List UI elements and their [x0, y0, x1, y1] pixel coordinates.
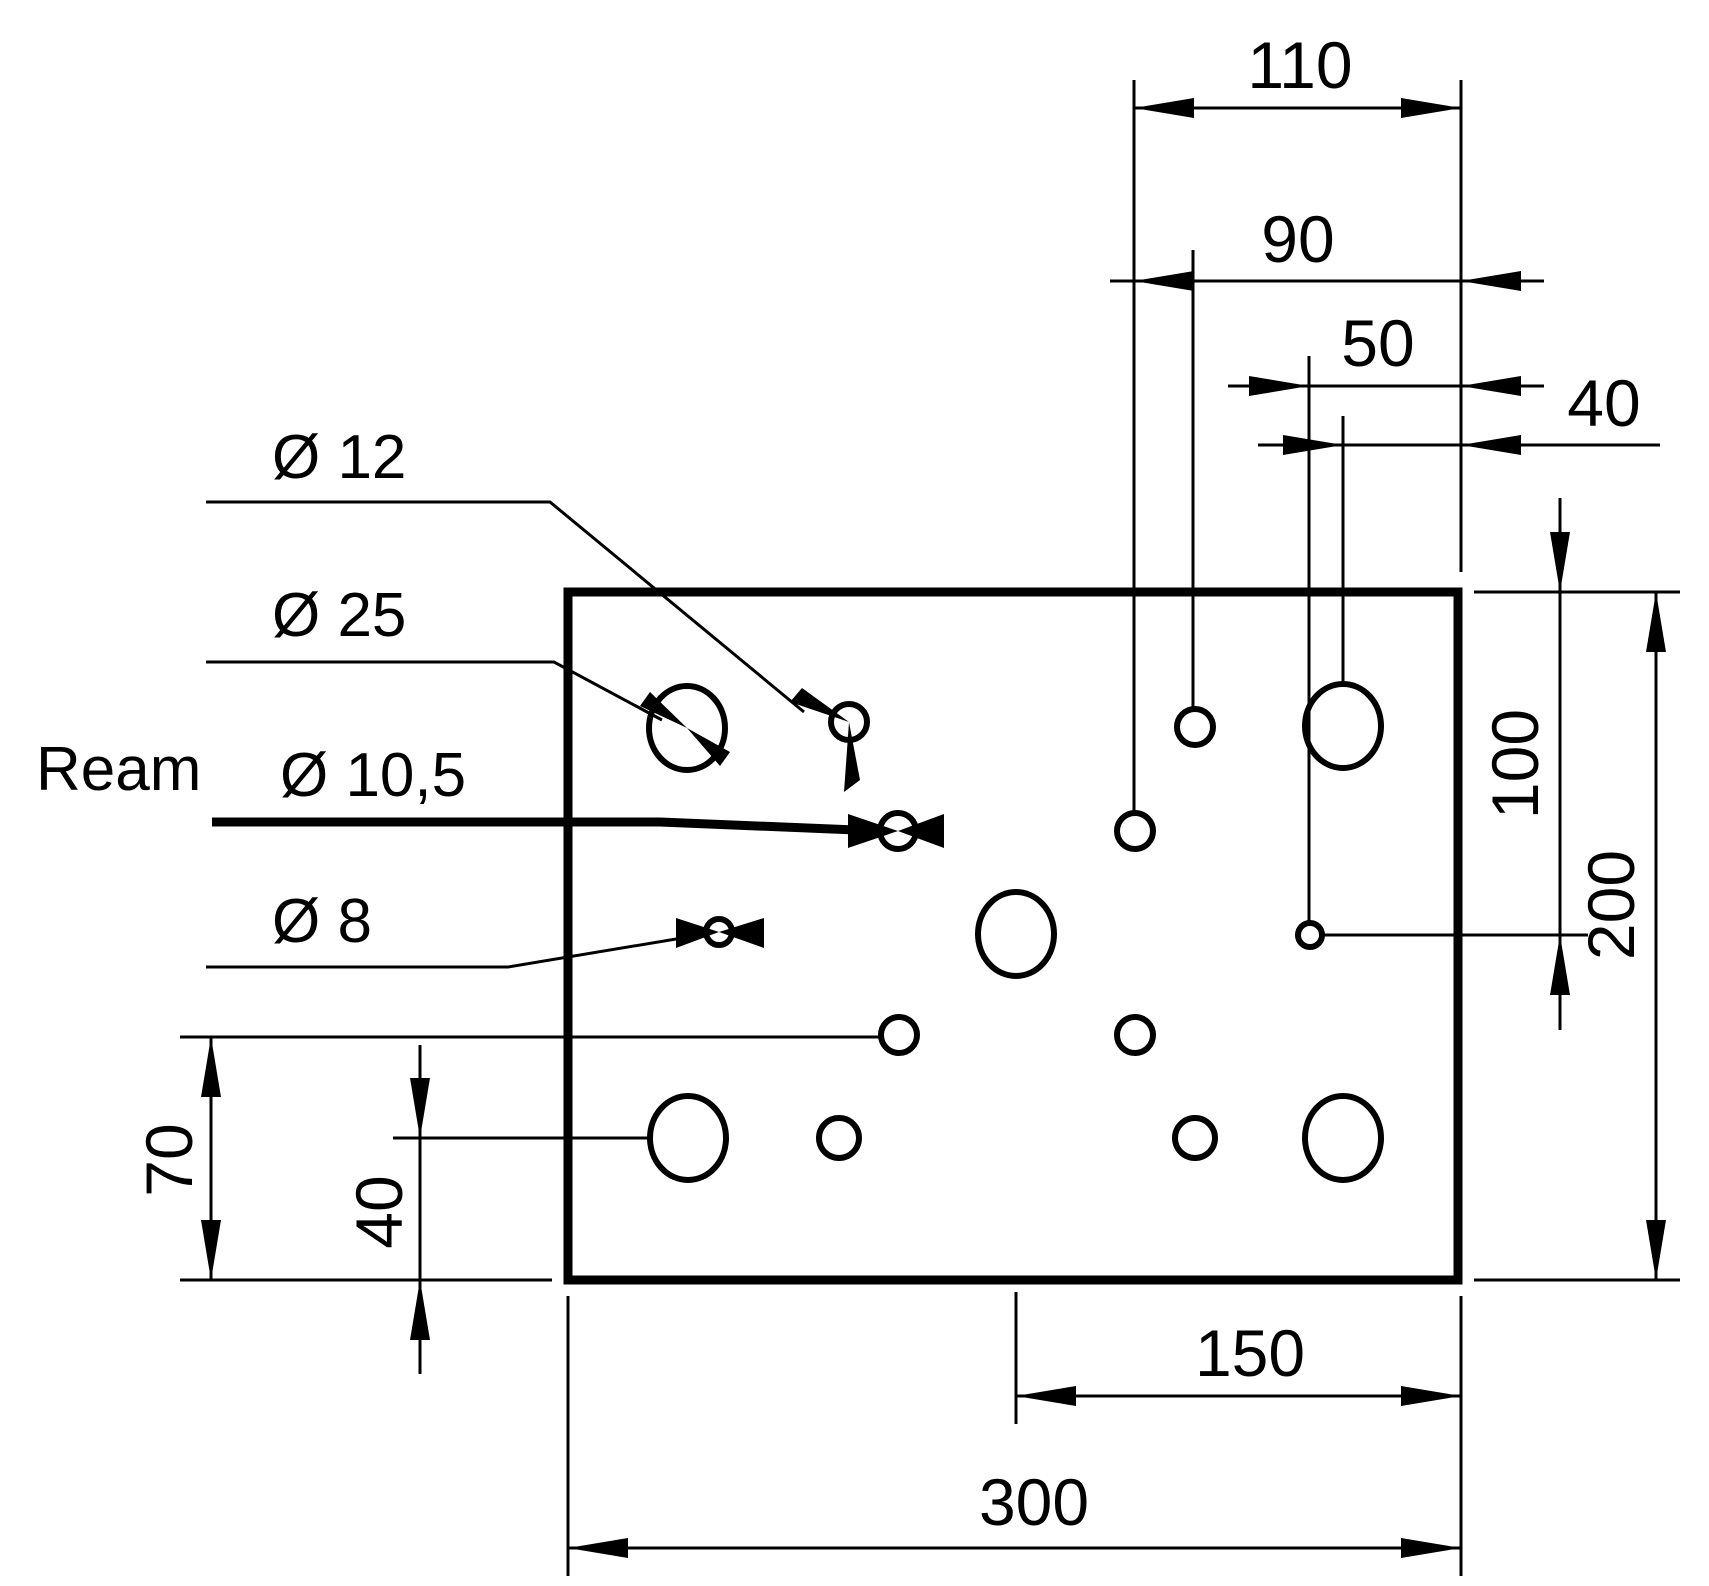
hole-small-upper-right: [1174, 706, 1216, 748]
hole-small-center-right: [1114, 810, 1156, 852]
dim-40-left-label: 40: [342, 1175, 416, 1248]
dim-50-label: 50: [1341, 306, 1414, 380]
callout-d8-label: Ø 8: [272, 887, 372, 956]
callout-d10-5-label: Ø 10,5: [280, 741, 466, 810]
dim-200-label: 200: [1574, 850, 1648, 960]
hole-large-bottom-right: [1302, 1093, 1384, 1183]
hole-small-bottom-left: [816, 1115, 862, 1161]
dim-300-label: 300: [979, 1465, 1089, 1539]
dim-100-label: 100: [1478, 709, 1552, 819]
hole-small-lower-center: [1114, 1014, 1156, 1056]
dim-70-label: 70: [132, 1123, 206, 1196]
hole-small-bottom-right: [1172, 1115, 1218, 1161]
hole-large-center: [975, 889, 1057, 979]
left-dimensions: 70 40: [132, 1035, 881, 1374]
hole-large-top-right: [1302, 681, 1384, 771]
callout-ream-label: Ream: [36, 735, 201, 804]
callouts: Ø 12 Ø 25 Ream Ø 10,5 Ø 8: [36, 423, 944, 969]
dim-40-top-label: 40: [1567, 366, 1640, 440]
hole-small-lower-left: [878, 1014, 920, 1056]
hole-tiny-right: [1295, 920, 1325, 950]
hole-large-bottom-left: [647, 1093, 729, 1183]
callout-d25-leader: [206, 660, 663, 722]
dim-110-label: 110: [1247, 28, 1352, 102]
bottom-dimensions: 150 300: [566, 1292, 1463, 1576]
dim-90-label: 90: [1261, 202, 1334, 276]
top-dimensions: 110 90 50 40: [1110, 28, 1660, 922]
callout-d12-leader: [206, 500, 805, 714]
callout-d12-label: Ø 12: [272, 423, 406, 492]
callout-d8-leader: [206, 933, 701, 969]
right-dimensions: 100 200: [1322, 498, 1680, 1282]
dim-150-label: 150: [1195, 1316, 1305, 1390]
callout-d10-5-leader: [212, 817, 881, 836]
holes: [646, 681, 1384, 1183]
callout-d25-label: Ø 25: [272, 581, 406, 650]
